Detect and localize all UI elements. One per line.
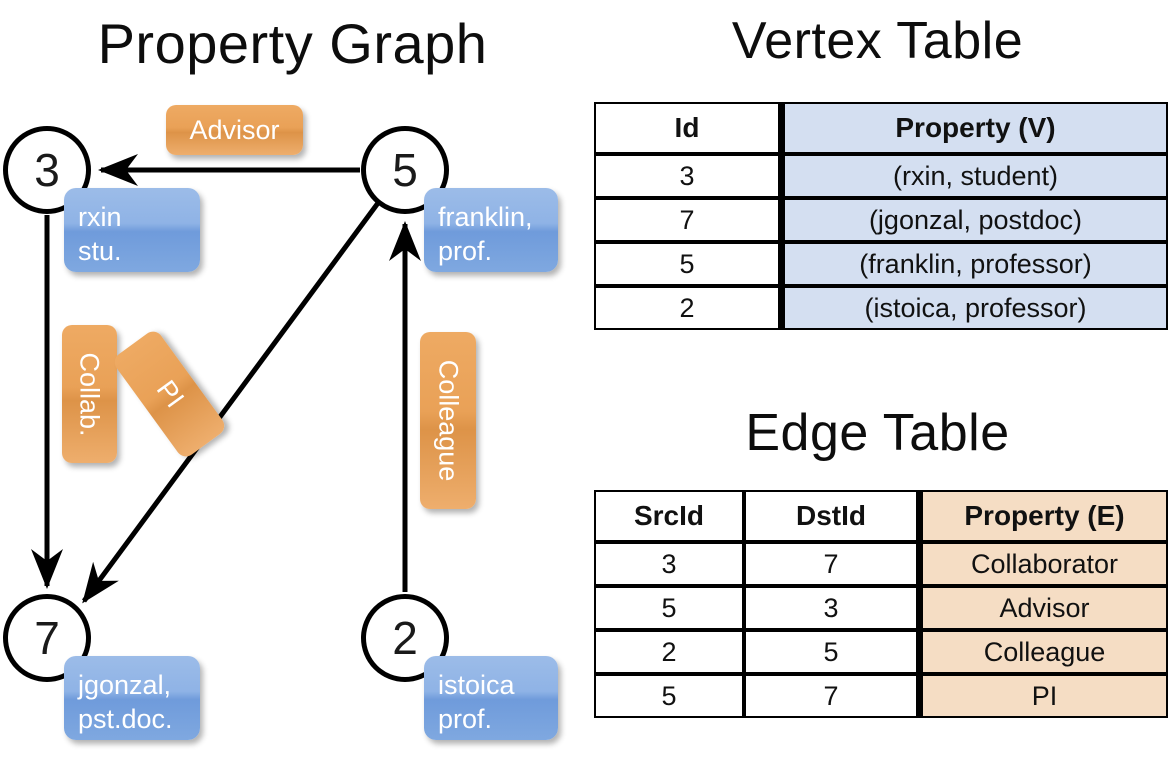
- table-row: 2 (istoica, professor): [594, 286, 1168, 330]
- edge-table-header-property: Property (E): [918, 490, 1168, 542]
- edge-cell-dstid: 7: [744, 542, 918, 586]
- vertex-property-callout-5: franklin, prof.: [424, 188, 558, 272]
- vertex-cell-property: (franklin, professor): [780, 242, 1168, 286]
- edge-cell-property: PI: [918, 674, 1168, 718]
- vertex-property-line: prof.: [438, 236, 493, 266]
- table-header-row: SrcId DstId Property (E): [594, 490, 1168, 542]
- vertex-cell-property: (rxin, student): [780, 154, 1168, 198]
- table-row: 2 5 Colleague: [594, 630, 1168, 674]
- vertex-property-line: jgonzal,: [78, 670, 172, 700]
- vertex-table-header-id: Id: [594, 102, 780, 154]
- vertex-property-callout-2: istoica prof.: [424, 656, 558, 740]
- edge-label-text: PI: [150, 374, 190, 413]
- edge-cell-property: Collaborator: [918, 542, 1168, 586]
- table-row: 7 (jgonzal, postdoc): [594, 198, 1168, 242]
- page-title-property-graph: Property Graph: [97, 12, 488, 75]
- edge-table-header-srcid: SrcId: [594, 490, 744, 542]
- edge-label-text: Colleague: [433, 359, 464, 482]
- vertex-table: Id Property (V) 3 (rxin, student) 7 (jgo…: [594, 102, 1168, 330]
- edge-label-advisor: Advisor: [166, 105, 303, 155]
- edge-cell-srcid: 3: [594, 542, 744, 586]
- vertex-cell-id: 5: [594, 242, 780, 286]
- edge-cell-property: Colleague: [918, 630, 1168, 674]
- property-graph-diagram: 3 5 7 2 rxin stu. franklin, prof. jgonza…: [3, 105, 558, 740]
- edge-cell-dstid: 5: [744, 630, 918, 674]
- graph-node-2[interactable]: 2: [361, 594, 449, 682]
- edge-5-to-7-pi: [81, 201, 381, 604]
- vertex-property-line: franklin,: [438, 202, 533, 232]
- table-row: 3 7 Collaborator: [594, 542, 1168, 586]
- graph-node-5[interactable]: 5: [361, 126, 449, 214]
- edge-cell-srcid: 5: [594, 674, 744, 718]
- vertex-cell-property: (jgonzal, postdoc): [780, 198, 1168, 242]
- edge-label-text: Collab.: [75, 351, 106, 437]
- vertex-cell-id: 7: [594, 198, 780, 242]
- edge-label-collab: Collab.: [62, 325, 117, 463]
- vertex-cell-property: (istoica, professor): [780, 286, 1168, 330]
- table-row: 5 (franklin, professor): [594, 242, 1168, 286]
- page-title-edge-table: Edge Table: [745, 404, 1010, 462]
- edge-label-colleague: Colleague: [420, 332, 476, 509]
- edge-table-header-dstid: DstId: [744, 490, 918, 542]
- vertex-property-line: stu.: [78, 236, 122, 266]
- graph-edges-layer: [31, 154, 421, 604]
- vertex-property-callout-7: jgonzal, pst.doc.: [64, 656, 200, 740]
- vertex-cell-id: 2: [594, 286, 780, 330]
- table-row: 3 (rxin, student): [594, 154, 1168, 198]
- vertex-table-header-property: Property (V): [780, 102, 1168, 154]
- edge-label-text: Advisor: [189, 114, 280, 145]
- table-header-row: Id Property (V): [594, 102, 1168, 154]
- edge-cell-dstid: 3: [744, 586, 918, 630]
- edge-table: SrcId DstId Property (E) 3 7 Collaborato…: [594, 490, 1168, 718]
- vertex-property-callout-3: rxin stu.: [64, 188, 200, 272]
- vertex-property-line: pst.doc.: [78, 704, 173, 734]
- edge-cell-srcid: 5: [594, 586, 744, 630]
- vertex-property-line: istoica: [438, 670, 515, 700]
- page-title-vertex-table: Vertex Table: [731, 12, 1024, 70]
- edge-cell-srcid: 2: [594, 630, 744, 674]
- vertex-cell-id: 3: [594, 154, 780, 198]
- vertex-property-line: rxin: [78, 202, 122, 232]
- vertex-property-line: prof.: [438, 704, 493, 734]
- edge-cell-property: Advisor: [918, 586, 1168, 630]
- table-row: 5 3 Advisor: [594, 586, 1168, 630]
- edge-cell-dstid: 7: [744, 674, 918, 718]
- table-row: 5 7 PI: [594, 674, 1168, 718]
